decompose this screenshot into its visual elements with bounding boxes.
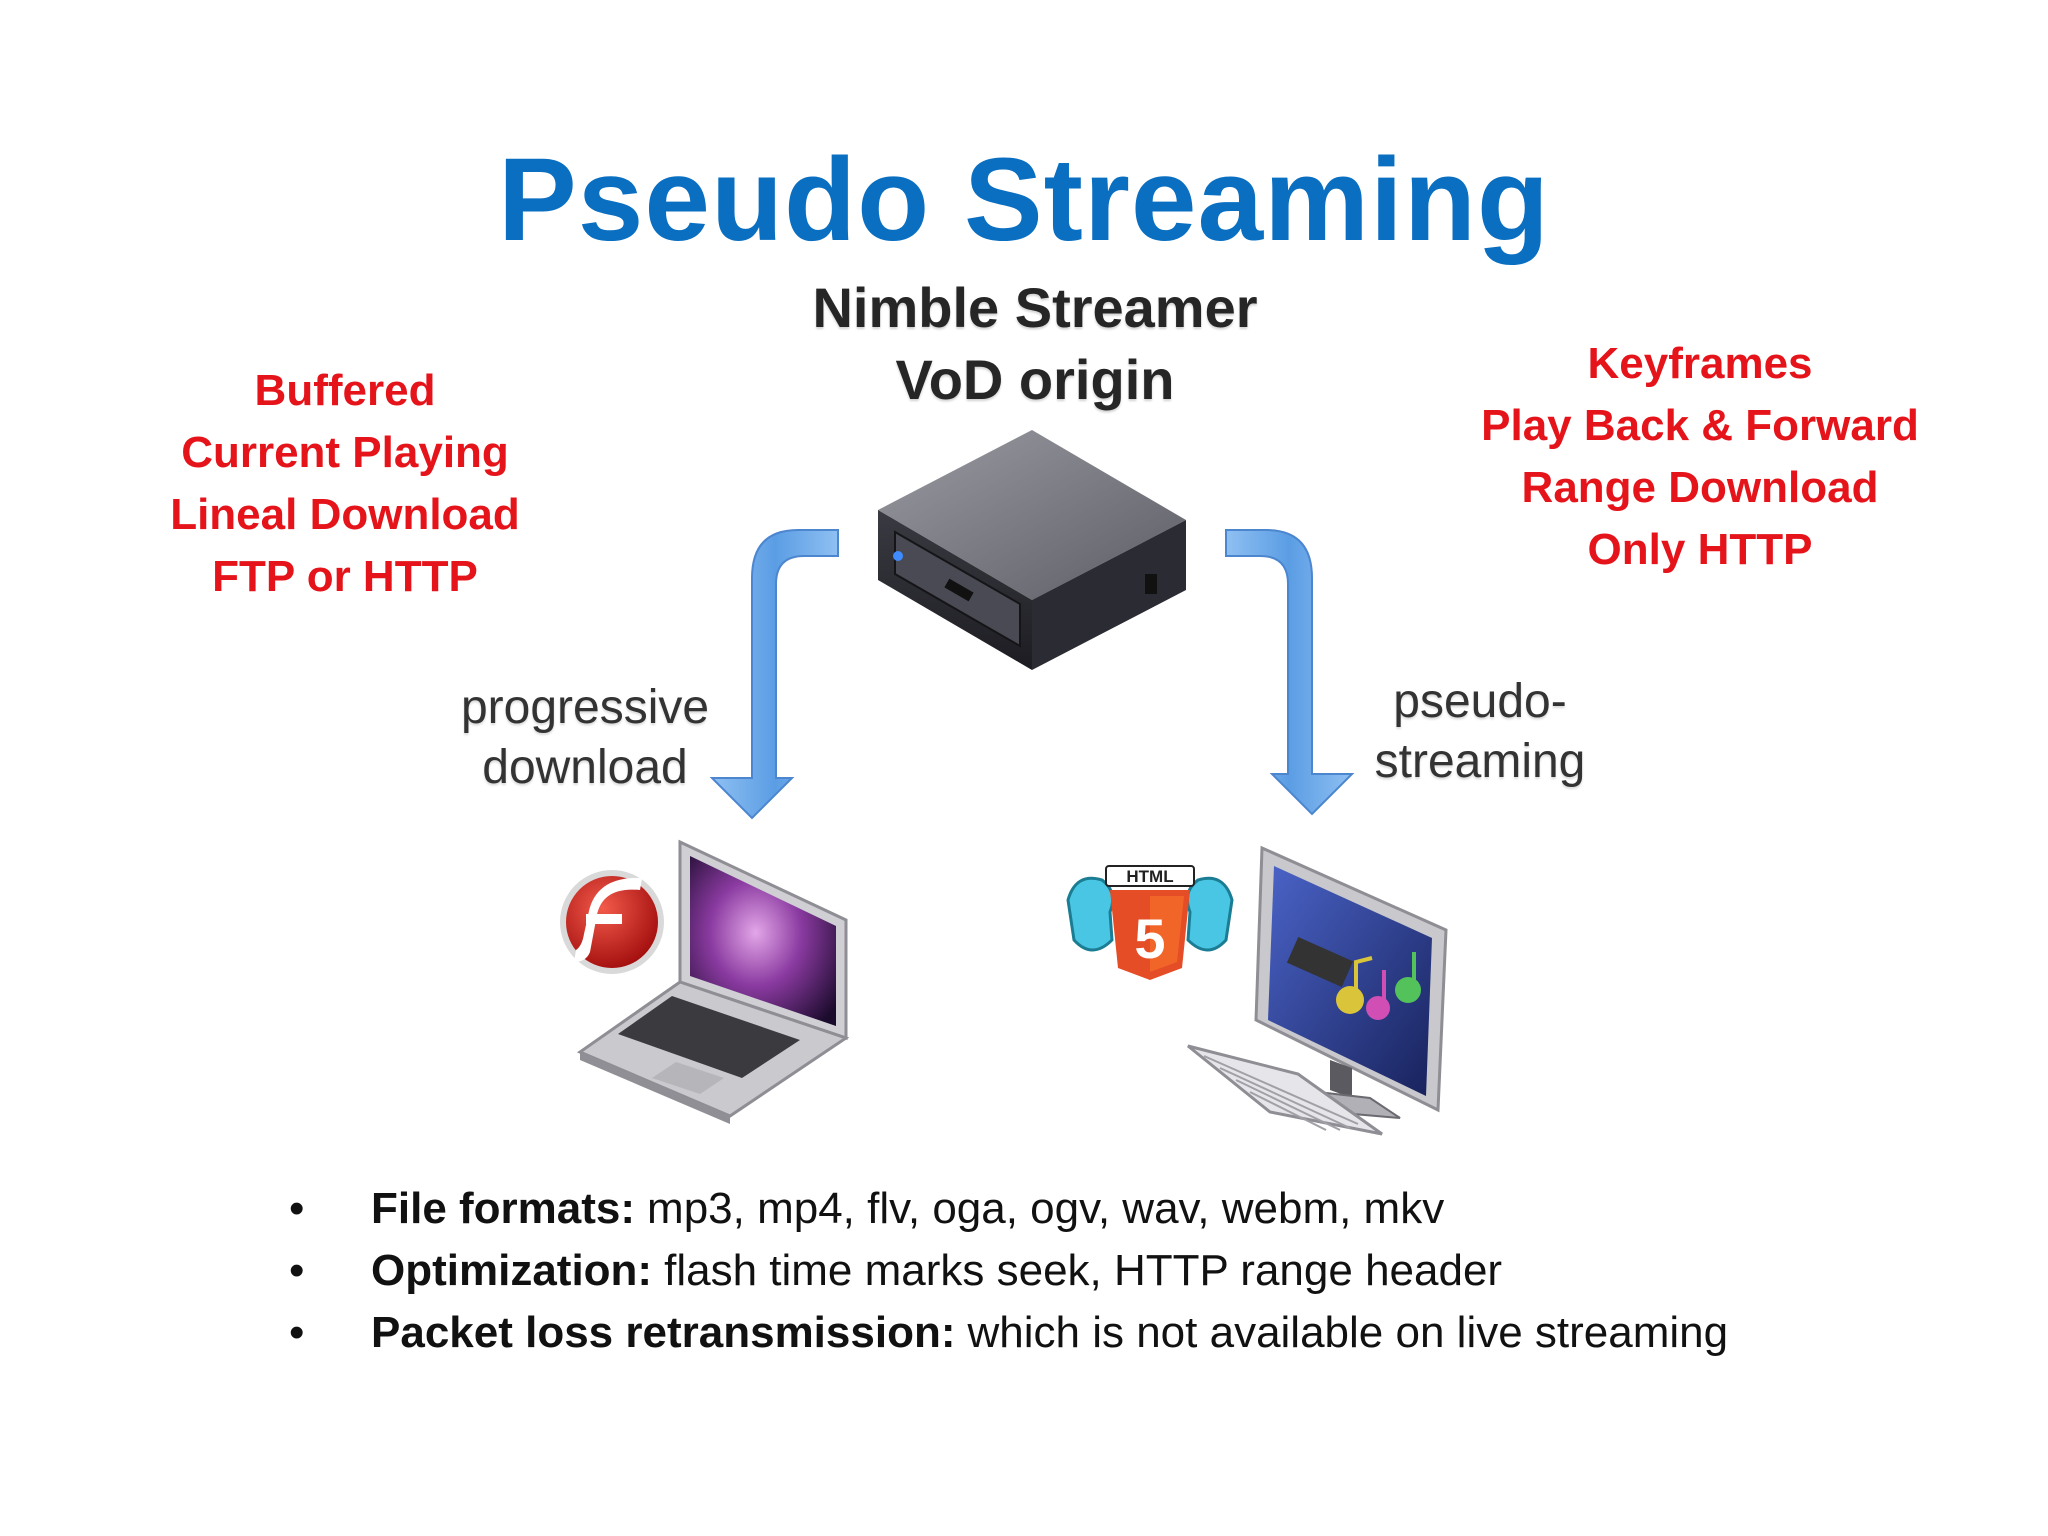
html5-badge-text: HTML bbox=[1126, 867, 1173, 886]
feature-line: FTP or HTTP bbox=[212, 552, 478, 601]
desktop-monitor-icon bbox=[1254, 845, 1448, 1119]
server-label-line: Nimble Streamer bbox=[812, 276, 1258, 339]
feature-line: Keyframes bbox=[1587, 339, 1813, 388]
server-icon bbox=[878, 430, 1186, 670]
bullet-list: • File formats: mp3, mp4, flv, oga, ogv,… bbox=[285, 1178, 1935, 1364]
bullet-text: mp3, mp4, flv, oga, ogv, wav, webm, mkv bbox=[647, 1184, 1445, 1233]
bullet-key: File formats: bbox=[371, 1184, 636, 1233]
feature-line: Lineal Download bbox=[170, 490, 520, 539]
progressive-download-arrow-icon bbox=[709, 529, 839, 820]
feature-line: Only HTTP bbox=[1587, 525, 1813, 574]
html5-number-text: 5 bbox=[1134, 907, 1165, 970]
feature-line: Current Playing bbox=[181, 428, 509, 477]
flow-label-line: progressive bbox=[460, 681, 710, 734]
flow-label-line: pseudo- bbox=[1393, 675, 1567, 728]
flow-label-line: streaming bbox=[1374, 735, 1586, 788]
laptop-icon bbox=[576, 839, 850, 1124]
server-label: Nimble Streamer VoD origin bbox=[740, 272, 1330, 416]
progressive-download-label: progressive download bbox=[430, 678, 740, 798]
bullet-item: • File formats: mp3, mp4, flv, oga, ogv,… bbox=[285, 1178, 1935, 1240]
progressive-download-features: Buffered Current Playing Lineal Download… bbox=[150, 360, 540, 608]
feature-line: Range Download bbox=[1521, 463, 1879, 512]
flash-logo-icon bbox=[560, 870, 664, 974]
keyboard-icon bbox=[1187, 1044, 1383, 1136]
slide-title: Pseudo Streaming bbox=[497, 134, 1550, 266]
pseudo-streaming-label: pseudo- streaming bbox=[1330, 672, 1630, 792]
pseudo-streaming-features: Keyframes Play Back & Forward Range Down… bbox=[1460, 333, 1940, 581]
flow-label-line: download bbox=[482, 741, 688, 794]
bullet-key: Optimization: bbox=[371, 1246, 653, 1295]
bullet-symbol: • bbox=[289, 1246, 305, 1295]
html5-logo-icon: HTML 5 bbox=[1066, 865, 1234, 980]
bullet-key: Packet loss retransmission: bbox=[371, 1308, 956, 1357]
bullet-symbol: • bbox=[289, 1308, 305, 1357]
feature-line: Buffered bbox=[254, 366, 436, 415]
server-label-line: VoD origin bbox=[895, 348, 1175, 411]
pseudo-streaming-arrow-icon bbox=[1225, 529, 1355, 816]
bullet-symbol: • bbox=[289, 1184, 305, 1233]
bullet-text: which is not available on live streaming bbox=[967, 1308, 1729, 1357]
bullet-item: • Packet loss retransmission: which is n… bbox=[285, 1302, 1935, 1364]
bullet-item: • Optimization: flash time marks seek, H… bbox=[285, 1240, 1935, 1302]
bullet-text: flash time marks seek, HTTP range header bbox=[664, 1246, 1503, 1295]
feature-line: Play Back & Forward bbox=[1481, 401, 1919, 450]
